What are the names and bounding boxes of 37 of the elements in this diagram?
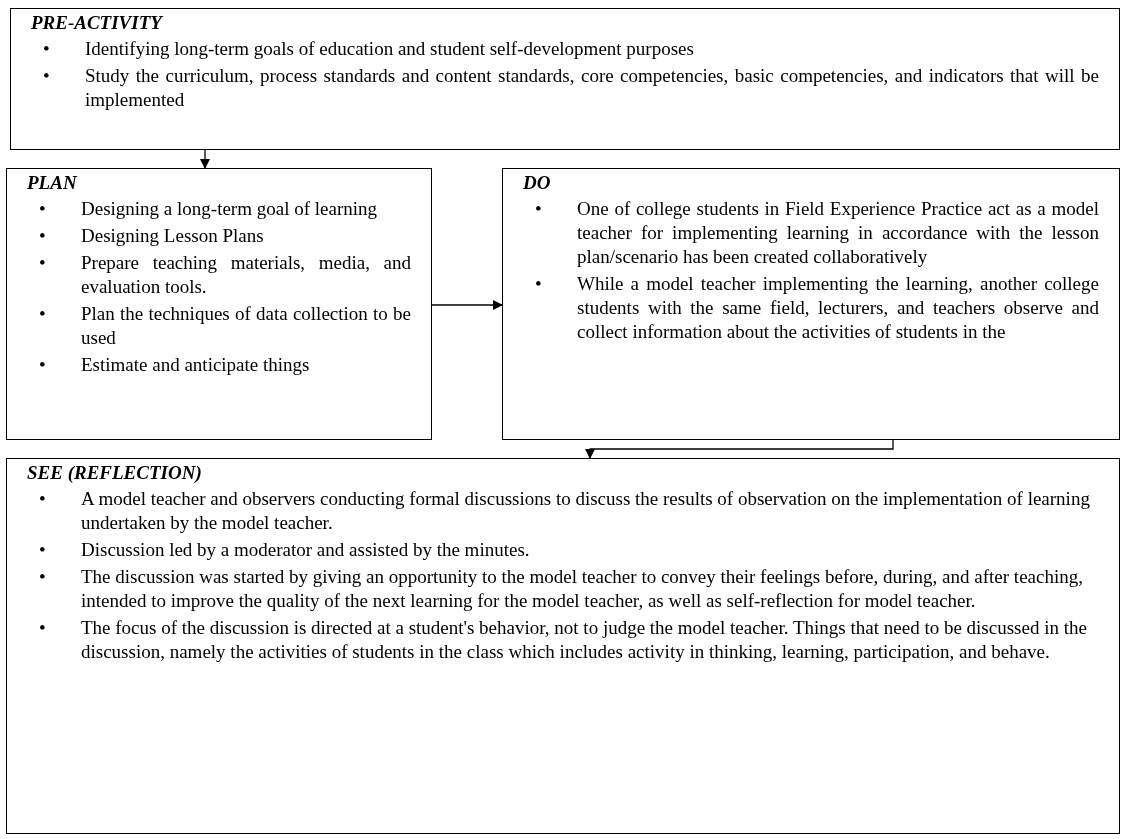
bullet-mark: • — [39, 354, 46, 375]
bullet-mark: • — [39, 225, 46, 246]
bullet-item: Designing a long-term goal of learning — [81, 197, 378, 221]
bullet-mark: • — [39, 303, 46, 324]
bullet-item: Identifying long-term goals of education and student self-development purposes — [85, 37, 695, 61]
bullet-mark: • — [39, 566, 46, 587]
arrow — [585, 439, 894, 459]
bullet-mark: • — [39, 539, 46, 560]
section-heading: PRE-ACTIVITY — [31, 11, 165, 35]
arrow — [431, 300, 503, 310]
bullet-mark: • — [39, 252, 46, 273]
bullet-item: Prepare teaching materials, media, and evaluation tools. — [81, 251, 411, 299]
section-heading: PLAN — [27, 171, 79, 195]
bullet-item: While a model teacher implementing the learning, another college students with the same field, lecturers, and teachers observe and collect information about the activities of students in the — [577, 272, 1099, 344]
section-box — [10, 8, 1120, 150]
section-box — [502, 168, 1120, 440]
bullet-item: Plan the techniques of data collection to be used — [81, 302, 411, 350]
bullet-item: Study the curriculum, process standards and content standards, core competencies, basic competencies, and indicators that will be implemented — [85, 64, 1099, 112]
section-heading: SEE (REFLECTION) — [27, 461, 203, 485]
bullet-item: Discussion led by a moderator and assisted by the minutes. — [81, 538, 531, 562]
bullet-item: The focus of the discussion is directed at a student's behavior, not to judge the model teacher. Things that need to be discussed in the discussion, namely the activities of students in the class which includes activity in thinking, learning, participation, and behave. — [81, 616, 1088, 664]
arrow — [200, 149, 210, 169]
bullet-mark: • — [39, 617, 46, 638]
bullet-mark: • — [535, 273, 542, 294]
bullet-item: Estimate and anticipate things — [81, 353, 311, 377]
bullet-item: A model teacher and observers conducting formal discussions to discuss the results of observation on the implementation of learning undertaken by the model teacher. — [81, 487, 1091, 535]
bullet-item: Designing Lesson Plans — [81, 224, 265, 248]
bullet-item: The discussion was started by giving an opportunity to the model teacher to convey their feelings before, during, and after teaching, intended to improve the quality of the next learning for the model teacher, as well as self-reflection for model teacher. — [81, 565, 1084, 613]
section-heading: DO — [523, 171, 552, 195]
bullet-item: One of college students in Field Experience Practice act as a model teacher for implementing learning in accordance with the lesson plan/scenario has been created collaboratively — [577, 197, 1099, 269]
bullet-mark: • — [39, 198, 46, 219]
bullet-mark: • — [535, 198, 542, 219]
section-box — [6, 168, 432, 440]
bullet-mark: • — [39, 488, 46, 509]
section-box — [6, 458, 1120, 834]
bullet-mark: • — [43, 38, 50, 59]
bullet-mark: • — [43, 65, 50, 86]
